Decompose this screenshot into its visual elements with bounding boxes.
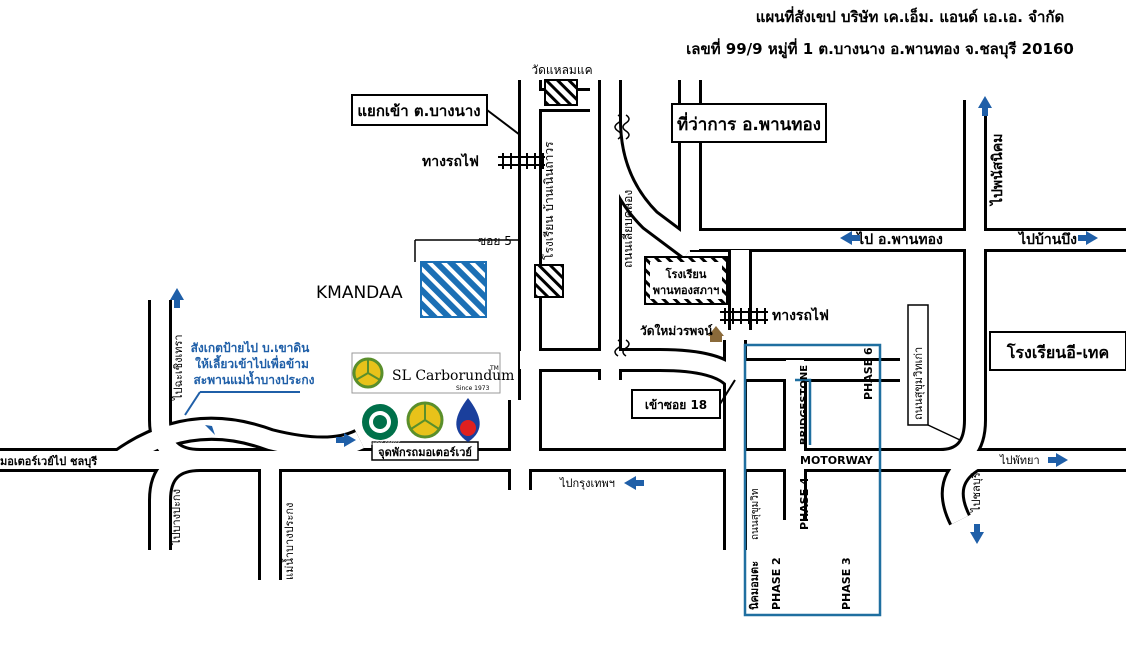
motorway-chonburi-label: มอเตอร์เวย์ไป ชลบุรี — [0, 454, 97, 469]
motorway-label: MOTORWAY — [800, 454, 874, 467]
wat-laem-kae-label: วัดแหลมแค — [531, 63, 592, 77]
railway-track-2 — [720, 308, 768, 324]
bridgestone-label: BRIDGESTONE — [799, 365, 810, 445]
phase-3-label: PHASE 3 — [840, 557, 853, 610]
wat-mai-icon — [708, 326, 724, 342]
district-office-label: ที่ว่าการ อ.พานทอง — [677, 112, 821, 135]
map-title: แผนที่สังเขป บริษัท เค.เอ็ม. แอนด์ เอ.เอ… — [756, 6, 1064, 26]
railway-track-1 — [498, 153, 545, 169]
rest-stop-label: จุดพักรถมอเตอร์เวย์ — [378, 446, 472, 460]
e-tech-label: โรงเรียนอี-เทค — [1006, 342, 1109, 362]
railway-label-1: ทางรถไฟ — [422, 152, 479, 170]
starbucks-logo — [362, 404, 398, 440]
to-phanat-nikhom-label: ไปพนัสนิคม — [988, 134, 1006, 207]
to-chachoengsao-label: ไปฉะเชิงเทรา — [172, 334, 185, 401]
wat-laem-kae-building — [544, 79, 578, 106]
to-bang-pakong-label: ไปบางปะกง — [170, 489, 183, 546]
railway-label-2: ทางรถไฟ — [772, 306, 829, 324]
note-line-2: ให้เลี้ยวเข้าไปเพื่อข้าม — [195, 354, 309, 371]
sukhumvit-sign-box — [907, 304, 929, 426]
wat-mai-label: วัดใหม่วรพจน์ — [640, 323, 713, 338]
note-line-1: สังเกตป้ายไป บ.เขาดิน — [191, 340, 311, 355]
industrial-phase-lines — [743, 343, 882, 617]
road-liap-khlong-label: ถนนเลียบคลอง — [621, 190, 635, 268]
note-line-3: สะพานแม่น้ำบางประกง — [193, 370, 314, 387]
to-phan-thong-label: ไป อ.พานทอง — [855, 230, 943, 248]
arrow-up-phanat-icon — [978, 96, 992, 116]
arrow-right-banbueng-icon — [1078, 231, 1098, 245]
arrow-down-right-note-icon — [205, 425, 215, 435]
sl-since-label: Since 1973 — [456, 385, 490, 392]
sl-carborundum-logo — [352, 357, 384, 389]
e-tech-box — [989, 331, 1126, 371]
kmandaa-label: KMANDAA — [316, 283, 403, 303]
bang-pakong-river-label: แม่น้ำบางประกง — [281, 503, 296, 580]
phase-2-label: PHASE 2 — [770, 557, 783, 610]
to-pattaya-label: ไปพัทยา — [999, 454, 1040, 467]
industrial-estate-label: นิคมอมตะ — [748, 561, 761, 610]
kmandaa-building — [420, 261, 487, 318]
to-bangkok-label: ไปกรุงเทพฯ — [559, 477, 615, 490]
starbucks-label: STARBUCKS COFFEE — [360, 441, 401, 446]
arrow-left-phanthong-icon — [840, 231, 860, 245]
soi-18-label: เข้าซอย 18 — [645, 398, 707, 412]
sukhumvit-old-label: ถนนสุขุมวิทเก่า — [912, 347, 925, 420]
school-ban-noen-label: โรงเรียน บ้านเนินถาวร — [542, 141, 556, 260]
school-phan-thong-label-1: โรงเรียน — [665, 267, 707, 281]
school-ban-noen-building — [534, 264, 564, 298]
sl-logo-small — [406, 401, 444, 439]
school-phan-thong-label-2: พานทองสภาฯ — [653, 284, 720, 297]
arrow-up-chachoengsao-icon — [170, 288, 184, 308]
map-address: เลขที่ 99/9 หมู่ที่ 1 ต.บางนาง อ.พานทอง … — [686, 38, 1074, 59]
ptt-logo — [456, 398, 480, 442]
sl-brand-label: SL Carborundum — [392, 368, 514, 384]
to-ban-bueng-label: ไปบ้านบึง — [1017, 230, 1077, 248]
road-network — [0, 80, 1126, 580]
rest-stop-box — [371, 441, 479, 461]
to-chonburi-label: ไปชลบุรี — [970, 472, 983, 513]
arrow-right-pattaya-icon — [1048, 453, 1068, 467]
sl-tm-label: TM — [489, 365, 499, 372]
arrow-left-bangkok-icon — [624, 476, 644, 490]
district-office-box — [671, 103, 827, 143]
junction-label-box — [351, 94, 488, 126]
phase-6-label: PHASE 6 — [862, 347, 875, 400]
bridge-marks — [614, 114, 630, 357]
arrow-down-chonburi-icon — [970, 524, 984, 544]
sukhumvit-label: ถนนสุขุมวิท — [750, 489, 761, 540]
arrow-right-starbucks-icon — [336, 433, 356, 447]
phase-4-label: PHASE 4 — [798, 477, 811, 530]
direction-arrows — [170, 96, 1098, 544]
soi-5-label: ซอย 5 — [478, 234, 512, 248]
junction-label: แยกเข้า ต.บางนาง — [357, 102, 480, 120]
